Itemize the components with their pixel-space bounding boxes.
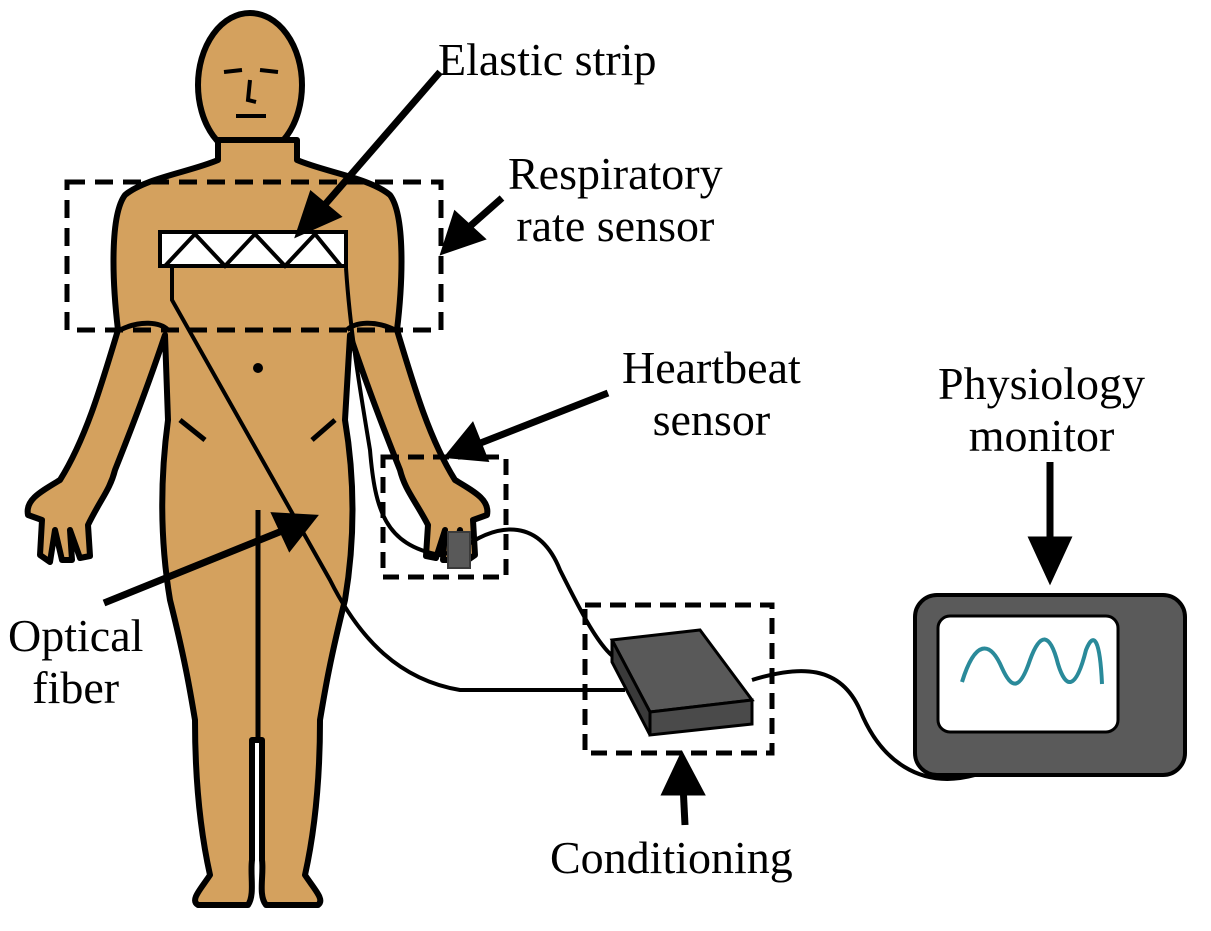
respiratory-arrow	[465, 195, 505, 231]
physiology-label-line1: Physiology	[938, 358, 1146, 409]
arrows	[102, 69, 1073, 826]
optical-fiber-cable	[170, 268, 625, 692]
heartbeat-sensor-device	[447, 531, 471, 569]
optical-fiber-label: Optical fiber	[8, 610, 143, 714]
heartbeat-label-line2: sensor	[652, 394, 771, 445]
navel	[253, 363, 263, 373]
heartbeat-fiber-cable	[344, 267, 620, 662]
respiratory-label-line2: rate sensor	[516, 200, 715, 251]
heartbeat-arrow	[476, 389, 610, 448]
physiology-label-line2: monitor	[968, 410, 1115, 461]
elastic-strip-arrow	[319, 69, 443, 211]
optical-fiber-arrow	[102, 527, 284, 607]
respiratory-sensor-label: Respiratory rate sensor	[508, 148, 723, 252]
physiology-monitor	[913, 593, 1187, 777]
elastic-strip-label: Elastic strip	[438, 34, 656, 86]
conditioning-text: Conditioning	[550, 832, 793, 883]
respiratory-sensor-box	[64, 179, 444, 333]
elastic-strip	[158, 230, 348, 269]
respiratory-label-line1: Respiratory	[508, 148, 723, 199]
heartbeat-label-line1: Heartbeat	[622, 342, 801, 393]
elastic-strip-text: Elastic strip	[438, 34, 657, 85]
optical-label-line1: Optical	[8, 610, 144, 661]
conditioning-label: Conditioning	[550, 832, 793, 884]
conditioning-device	[609, 628, 755, 737]
physiology-monitor-label: Physiology monitor	[938, 358, 1145, 462]
heartbeat-sensor-label: Heartbeat sensor	[622, 342, 801, 446]
optical-label-line2: fiber	[32, 662, 120, 713]
face	[223, 68, 279, 118]
monitor-waveform	[960, 637, 1104, 686]
conditioning-box	[582, 602, 775, 756]
